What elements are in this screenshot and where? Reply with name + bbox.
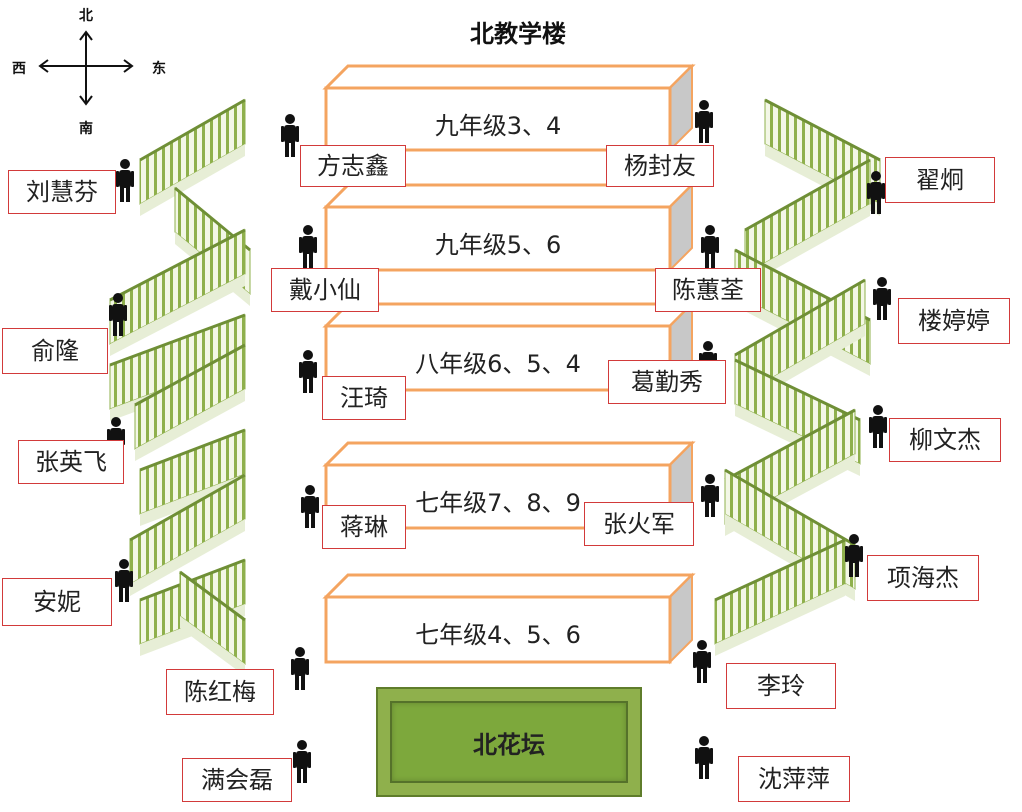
- block-top: [322, 441, 696, 467]
- person-icon: [291, 647, 309, 690]
- stair-handrail: [109, 228, 246, 302]
- building-blocks: [322, 63, 696, 665]
- person-icon: [116, 159, 134, 202]
- stair-handrail: [139, 98, 246, 162]
- teacher-tag: 戴小仙: [271, 268, 379, 312]
- block-front: [324, 205, 672, 272]
- stair-flight: [129, 473, 246, 596]
- person-icon: [293, 740, 311, 783]
- teacher-tag: 蒋琳: [322, 505, 406, 549]
- stair-steps: [140, 474, 245, 526]
- person-icon: [281, 114, 299, 157]
- stair-flight: [179, 570, 246, 676]
- stair-flight: [139, 428, 246, 526]
- stair-handrail: [764, 98, 881, 162]
- floor-1-label: 九年级3、4: [434, 112, 562, 140]
- person-icon: [701, 474, 719, 517]
- stair-handrail: [734, 278, 866, 357]
- stair-flight: [139, 98, 246, 216]
- stair-steps: [180, 616, 245, 676]
- floor-2-label: 九年级5、6: [434, 231, 562, 259]
- block-top: [322, 302, 696, 328]
- east-staff-tag: 翟炯: [885, 157, 995, 203]
- stair-handrail: [134, 343, 246, 407]
- teacher-tag: 陈蕙荃: [655, 268, 761, 312]
- teacher-tag: 杨封友: [606, 145, 714, 187]
- east-staff-tag: 楼婷婷: [898, 298, 1010, 344]
- stair-handrail: [139, 428, 246, 472]
- east-staff-tag: 项海杰: [867, 555, 979, 601]
- west-staff-tag: 张英飞: [18, 440, 124, 484]
- stair-handrail: [179, 570, 246, 622]
- teacher-tag: 张火军: [584, 502, 694, 546]
- west-staff-tag: 陈红梅: [166, 669, 274, 715]
- floor-4-label: 七年级7、8、9: [415, 489, 581, 517]
- floor-5-label: 七年级4、5、6: [415, 621, 581, 649]
- person-icon: [695, 100, 713, 143]
- staircases: [109, 98, 881, 676]
- person-icon: [299, 350, 317, 393]
- stair-handrail: [109, 313, 246, 367]
- building-title: 北教学楼: [470, 20, 566, 48]
- person-icon: [693, 640, 711, 683]
- block-top: [322, 64, 696, 90]
- stair-flight: [714, 538, 846, 656]
- stair-handrail: [734, 358, 861, 422]
- west-staff-tag: 刘慧芬: [8, 170, 116, 214]
- block-top: [322, 183, 696, 209]
- flowerbed-inner: 北花坛: [390, 701, 628, 783]
- stair-steps: [135, 389, 245, 461]
- stair-flight: [109, 228, 246, 356]
- compass-north: 北: [79, 8, 93, 24]
- teacher-tag: 汪琦: [322, 376, 406, 420]
- person-icon: [301, 485, 319, 528]
- stair-handrail: [724, 468, 856, 547]
- west-staff-tag: 俞隆: [2, 328, 108, 374]
- north-flowerbed: 北花坛: [376, 687, 642, 797]
- east-staff-tag: 李玲: [726, 663, 836, 709]
- floor-3-label: 八年级6、5、4: [415, 350, 581, 378]
- person-icon: [701, 225, 719, 268]
- person-icon: [873, 277, 891, 320]
- block-front: [324, 595, 672, 664]
- block-top: [322, 573, 696, 599]
- teacher-tag: 方志鑫: [300, 145, 406, 187]
- stair-handrail: [714, 538, 846, 602]
- east-staff-tag: 柳文杰: [889, 418, 1001, 462]
- stair-handrail: [129, 473, 246, 542]
- stair-steps: [745, 204, 870, 286]
- east-staff-tag: 沈萍萍: [738, 756, 850, 802]
- building-block-5: [322, 572, 696, 665]
- building-block-1: [322, 63, 696, 153]
- compass-south: 南: [79, 121, 93, 137]
- compass-east: 东: [152, 61, 166, 77]
- compass-arrows: [38, 30, 134, 106]
- compass-west: 西: [12, 61, 26, 77]
- stair-steps: [715, 584, 845, 656]
- person-icon: [299, 225, 317, 268]
- stair-steps: [140, 144, 245, 216]
- block-front: [324, 86, 672, 152]
- west-staff-tag: 安妮: [2, 578, 112, 626]
- flowerbed-label: 北花坛: [473, 730, 545, 759]
- teacher-tag: 葛勤秀: [608, 360, 726, 404]
- stair-steps: [130, 519, 245, 596]
- stair-flight: [134, 343, 246, 461]
- person-icon: [869, 405, 887, 448]
- stair-steps: [110, 274, 245, 356]
- stair-handrail: [724, 408, 856, 482]
- person-icon: [695, 736, 713, 779]
- west-staff-tag: 满会磊: [182, 758, 292, 802]
- stair-handrail: [744, 158, 871, 232]
- building-block-2: [322, 182, 696, 273]
